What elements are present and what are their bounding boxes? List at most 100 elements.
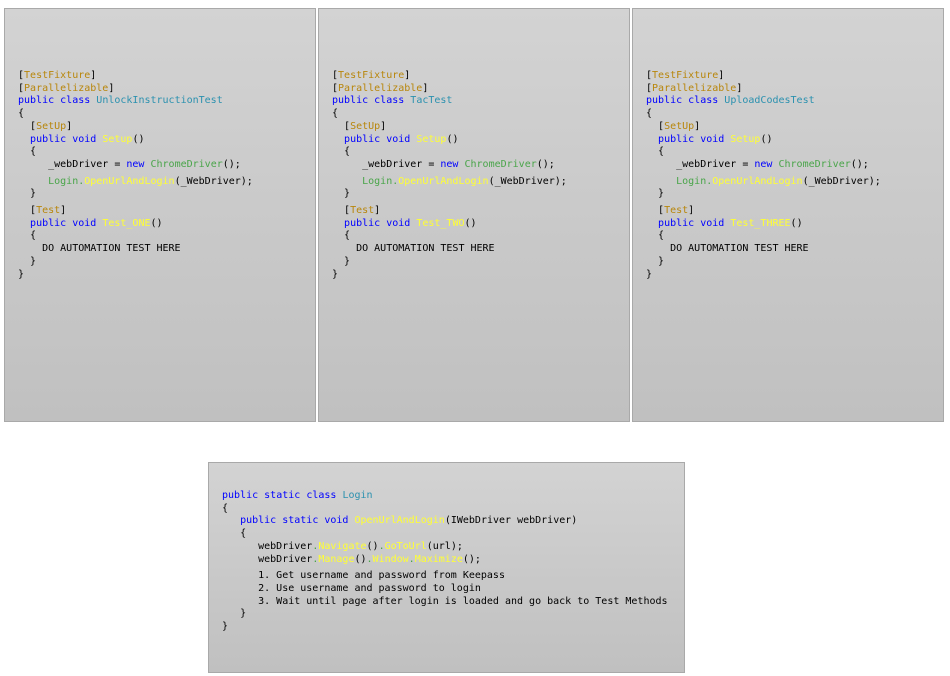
- attribute-test: Test: [36, 205, 61, 217]
- parens: (): [132, 133, 145, 145]
- keyword: public: [30, 133, 67, 145]
- brace: {: [240, 528, 247, 540]
- param-rest: webDriver): [511, 515, 578, 527]
- code-block: [TestFixture] [Parallelizable] public cl…: [332, 70, 567, 280]
- code-panel-upload-codes-test: [TestFixture] [Parallelizable] public cl…: [632, 8, 944, 422]
- brace: {: [30, 146, 37, 158]
- method-name: OpenUrlAndLogin: [354, 515, 445, 527]
- attribute-test-fixture: TestFixture: [24, 70, 91, 81]
- dot: .: [378, 540, 385, 552]
- code-panel-tac-test: [TestFixture] [Parallelizable] public cl…: [318, 8, 630, 422]
- keyword: void: [324, 515, 349, 527]
- code-block: [TestFixture] [Parallelizable] public cl…: [646, 70, 881, 280]
- brace: {: [658, 146, 665, 158]
- keyword: static: [264, 490, 301, 501]
- variable: webDriver: [258, 540, 313, 552]
- method-call: Manage: [318, 553, 355, 565]
- brace: {: [344, 146, 351, 158]
- driver-assignment: _webDriver =: [48, 158, 127, 170]
- method-name: Setup: [730, 133, 761, 145]
- call-args: (url);: [426, 540, 463, 552]
- keyword: void: [72, 133, 97, 145]
- call-args: (_WebDriver);: [488, 175, 567, 187]
- code-block: public static class Login { public stati…: [222, 490, 668, 634]
- brace: }: [30, 255, 37, 267]
- method-call: GoToUrl: [384, 540, 427, 552]
- keyword: void: [386, 133, 411, 145]
- dot: .: [706, 175, 713, 187]
- brace: {: [658, 230, 665, 242]
- call-tail: ();: [536, 158, 555, 170]
- attribute-test: Test: [664, 205, 689, 217]
- driver-assignment: _webDriver =: [362, 158, 441, 170]
- method-call: Navigate: [318, 540, 367, 552]
- brace: }: [344, 255, 351, 267]
- keyword: class: [688, 95, 719, 107]
- method-name: Setup: [102, 133, 133, 145]
- brace: {: [30, 230, 37, 242]
- brace: {: [18, 108, 25, 120]
- method-name: Test_THREE: [730, 217, 791, 229]
- step-item: 2. Use username and password to login: [258, 582, 481, 594]
- keyword: public: [658, 217, 695, 229]
- class-name: TacTest: [410, 95, 453, 107]
- call-args: (_WebDriver);: [174, 175, 253, 187]
- brace: }: [222, 621, 229, 633]
- method-name: Test_TWO: [416, 217, 465, 229]
- keyword: public: [18, 95, 55, 107]
- call-parens: (): [354, 553, 367, 565]
- param-open: (: [444, 515, 451, 527]
- dot: .: [312, 553, 319, 565]
- brace: {: [344, 230, 351, 242]
- brace: }: [646, 268, 653, 280]
- code-panel-login: public static class Login { public stati…: [208, 462, 685, 673]
- keyword: public: [646, 95, 683, 107]
- keyword: static: [282, 515, 319, 527]
- class-ref: Login: [48, 175, 79, 187]
- variable: webDriver: [258, 553, 313, 565]
- class-ref: ChromeDriver: [150, 158, 223, 170]
- dot: .: [408, 553, 415, 565]
- keyword: void: [700, 217, 725, 229]
- method-name: Test_ONE: [102, 217, 151, 229]
- brace: {: [332, 108, 339, 120]
- step-item: 1. Get username and password from Keepas…: [258, 570, 505, 582]
- test-body-text: DO AUTOMATION TEST HERE: [42, 243, 181, 255]
- dot: .: [312, 540, 319, 552]
- parens: (): [446, 133, 459, 145]
- brace: }: [30, 188, 37, 200]
- dot: .: [78, 175, 85, 187]
- parens: (): [464, 217, 477, 229]
- keyword: new: [126, 158, 145, 170]
- attribute-parallelizable: Parallelizable: [338, 82, 423, 94]
- keyword: public: [240, 515, 277, 527]
- attribute-setup: SetUp: [36, 120, 67, 132]
- dot: .: [392, 175, 399, 187]
- code-block: [TestFixture] [Parallelizable] public cl…: [18, 70, 253, 280]
- keyword: new: [754, 158, 773, 170]
- keyword: public: [30, 217, 67, 229]
- class-ref: Login: [676, 175, 707, 187]
- keyword: public: [344, 133, 381, 145]
- step-item: 3. Wait until page after login is loaded…: [258, 595, 668, 607]
- class-ref: Login: [362, 175, 393, 187]
- parens: (): [790, 217, 803, 229]
- keyword: void: [72, 217, 97, 229]
- attribute-setup: SetUp: [350, 120, 381, 132]
- attribute-parallelizable: Parallelizable: [652, 82, 737, 94]
- call-tail: ();: [222, 158, 241, 170]
- brace: }: [18, 268, 25, 280]
- call-end: ();: [462, 553, 481, 565]
- test-body-text: DO AUTOMATION TEST HERE: [356, 243, 495, 255]
- param-type: IWebDriver: [450, 515, 512, 527]
- method-call: OpenUrlAndLogin: [398, 175, 489, 187]
- class-name: UploadCodesTest: [724, 95, 815, 107]
- test-body-text: DO AUTOMATION TEST HERE: [670, 243, 809, 255]
- brace: }: [658, 188, 665, 200]
- parens: (): [150, 217, 163, 229]
- keyword: public: [332, 95, 369, 107]
- call-args: (_WebDriver);: [802, 175, 881, 187]
- attribute-test: Test: [350, 205, 375, 217]
- keyword: public: [658, 133, 695, 145]
- attribute-parallelizable: Parallelizable: [24, 82, 109, 94]
